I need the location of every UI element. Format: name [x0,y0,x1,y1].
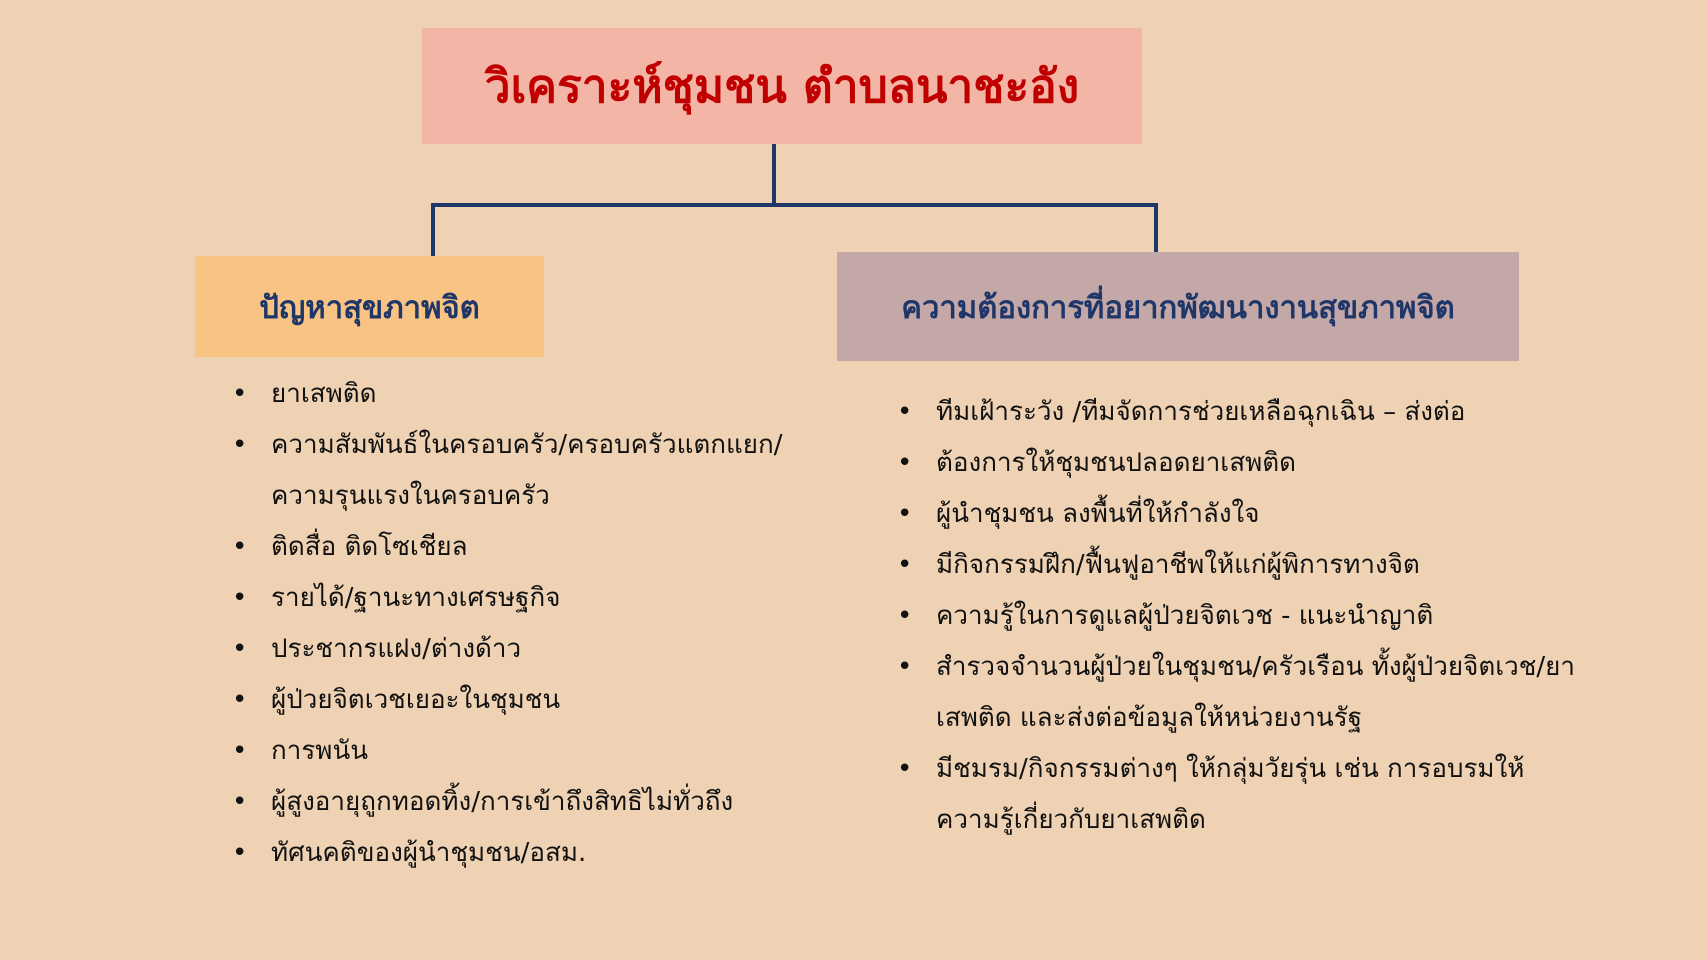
branch-label-problems: ปัญหาสุขภาพจิต [259,289,480,326]
list-item: ติดสื่อ ติดโซเชียล [232,522,792,573]
branch-label-needs: ความต้องการที่อยากพัฒนางานสุขภาพจิต [901,289,1455,326]
page-title: วิเคราะห์ชุมชน ตำบลนาชะอัง [484,58,1080,113]
list-item: มีกิจกรรมฝึก/ฟื้นฟูอาชีพให้แก่ผู้พิการทา… [897,540,1577,591]
list-item: ประชากรแฝง/ต่างด้าว [232,624,792,675]
list-item: ผู้ป่วยจิตเวชเยอะในชุมชน [232,675,792,726]
list-item: มีชมรม/กิจกรรมต่างๆ ให้กลุ่มวัยรุ่น เช่น… [897,744,1577,846]
branch-box-development-needs: ความต้องการที่อยากพัฒนางานสุขภาพจิต [837,252,1519,361]
problems-list: ยาเสพติด ความสัมพันธ์ในครอบครัว/ครอบครัว… [232,369,792,879]
list-item: ทัศนคติของผู้นำชุมชน/อสม. [232,828,792,879]
list-item: ความรู้ในการดูแลผู้ป่วยจิตเวช - แนะนำญาต… [897,591,1577,642]
title-box: วิเคราะห์ชุมชน ตำบลนาชะอัง [422,28,1142,144]
list-item: สำรวจจำนวนผู้ป่วยในชุมชน/ครัวเรือน ทั้งผ… [897,642,1577,744]
list-item: ผู้นำชุมชน ลงพื้นที่ให้กำลังใจ [897,489,1577,540]
list-item: ความสัมพันธ์ในครอบครัว/ครอบครัวแตกแยก/คว… [232,420,792,522]
list-item: ทีมเฝ้าระวัง /ทีมจัดการช่วยเหลือฉุกเฉิน … [897,387,1577,438]
list-item: ผู้สูงอายุถูกทอดทิ้ง/การเข้าถึงสิทธิไม่ท… [232,777,792,828]
list-item: ยาเสพติด [232,369,792,420]
list-item: รายได้/ฐานะทางเศรษฐกิจ [232,573,792,624]
branch-box-mental-health-problems: ปัญหาสุขภาพจิต [195,256,544,357]
list-item: การพนัน [232,726,792,777]
list-item: ต้องการให้ชุมชนปลอดยาเสพติด [897,438,1577,489]
needs-list: ทีมเฝ้าระวัง /ทีมจัดการช่วยเหลือฉุกเฉิน … [897,387,1577,846]
